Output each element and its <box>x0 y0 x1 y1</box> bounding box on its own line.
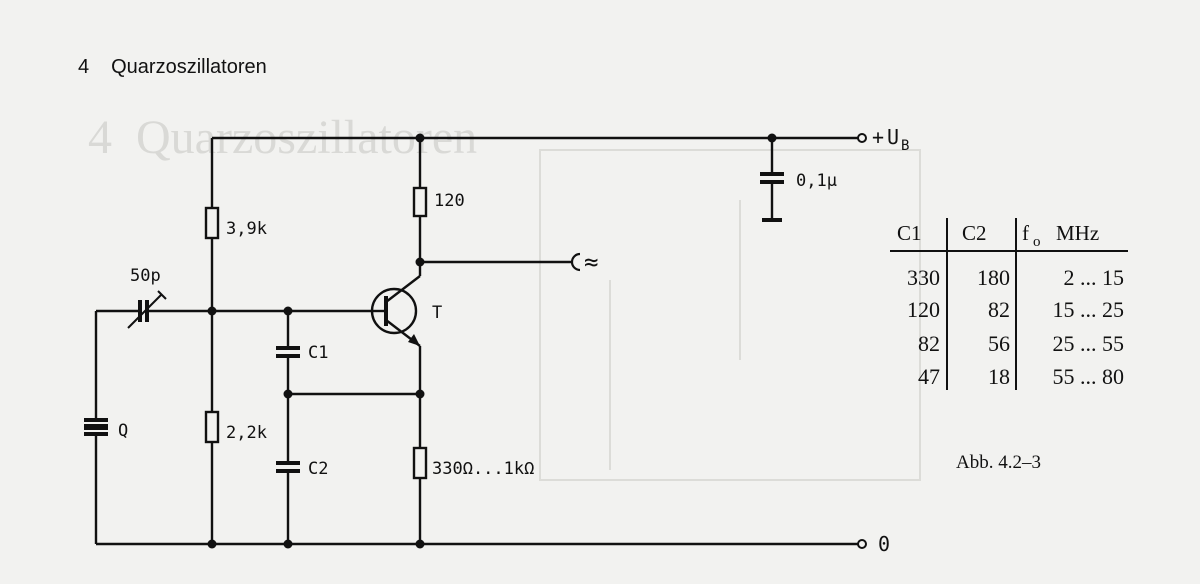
svg-text:2 ... 15: 2 ... 15 <box>1064 265 1125 290</box>
resistor-120 <box>412 186 428 218</box>
svg-text:15 ... 25: 15 ... 25 <box>1053 297 1125 322</box>
chapter-title: Quarzoszillatoren <box>111 56 267 78</box>
table-header-f0-subscript: o <box>1033 234 1041 250</box>
supply-voltage-label: U <box>887 125 899 149</box>
resistor-emitter <box>412 446 428 480</box>
crystal-label: Q <box>118 421 128 441</box>
c1-label: C1 <box>308 343 328 363</box>
ground-rail <box>96 539 867 549</box>
trimmer-capacitor-label: 50p <box>130 266 161 286</box>
table-header-unit: MHz <box>1056 221 1099 245</box>
ground-label: 0 <box>878 532 890 556</box>
transistor <box>370 275 421 347</box>
emitter-path <box>412 346 428 544</box>
resistor-120-label: 120 <box>434 191 465 211</box>
transistor-label: T <box>432 303 442 323</box>
decoupling-capacitor <box>760 138 784 222</box>
svg-text:25 ... 55: 25 ... 55 <box>1053 331 1125 356</box>
crystal-branch <box>84 290 212 544</box>
c2-label: C2 <box>308 459 328 479</box>
collector-path <box>412 138 581 276</box>
resistor-2-2k <box>204 410 220 444</box>
figure-caption: Abb. 4.2–3 <box>956 452 1041 473</box>
table-row: 120 82 15 ... 25 <box>907 297 1124 322</box>
resistor-3-9k-label: 3,9k <box>226 219 267 239</box>
feedback-capacitors <box>212 306 420 544</box>
bleed-through-lines <box>539 149 921 481</box>
svg-text:120: 120 <box>907 297 940 322</box>
table-row: 47 18 55 ... 80 <box>918 364 1124 389</box>
supply-voltage-subscript: B <box>901 138 909 154</box>
bias-divider <box>204 138 220 544</box>
svg-text:180: 180 <box>977 265 1010 290</box>
resistor-2-2k-label: 2,2k <box>226 423 267 443</box>
table-row: 330 180 2 ... 15 <box>907 265 1124 290</box>
chapter-number: 4 <box>78 56 90 78</box>
svg-text:330: 330 <box>907 265 940 290</box>
page-heading: 4 Quarzoszillatoren <box>78 56 267 79</box>
supply-plus-label: + <box>872 125 884 149</box>
table-row: 82 56 25 ... 55 <box>918 331 1124 356</box>
resistor-3-9k <box>204 206 220 240</box>
value-table <box>890 218 1128 390</box>
svg-text:82: 82 <box>918 331 940 356</box>
svg-text:47: 47 <box>918 364 940 389</box>
svg-text:56: 56 <box>988 331 1010 356</box>
table-header-c2: C2 <box>962 221 987 245</box>
decoupling-capacitor-label: 0,1µ <box>796 171 837 191</box>
table-header-f0: f <box>1022 221 1029 245</box>
rf-output-label: ≈ <box>584 248 598 276</box>
svg-text:82: 82 <box>988 297 1010 322</box>
table-header-c1: C1 <box>897 221 922 245</box>
resistor-emitter-label: 330Ω...1kΩ <box>432 459 534 479</box>
supply-rail <box>212 133 867 143</box>
svg-text:18: 18 <box>988 364 1010 389</box>
svg-text:55 ... 80: 55 ... 80 <box>1053 364 1125 389</box>
